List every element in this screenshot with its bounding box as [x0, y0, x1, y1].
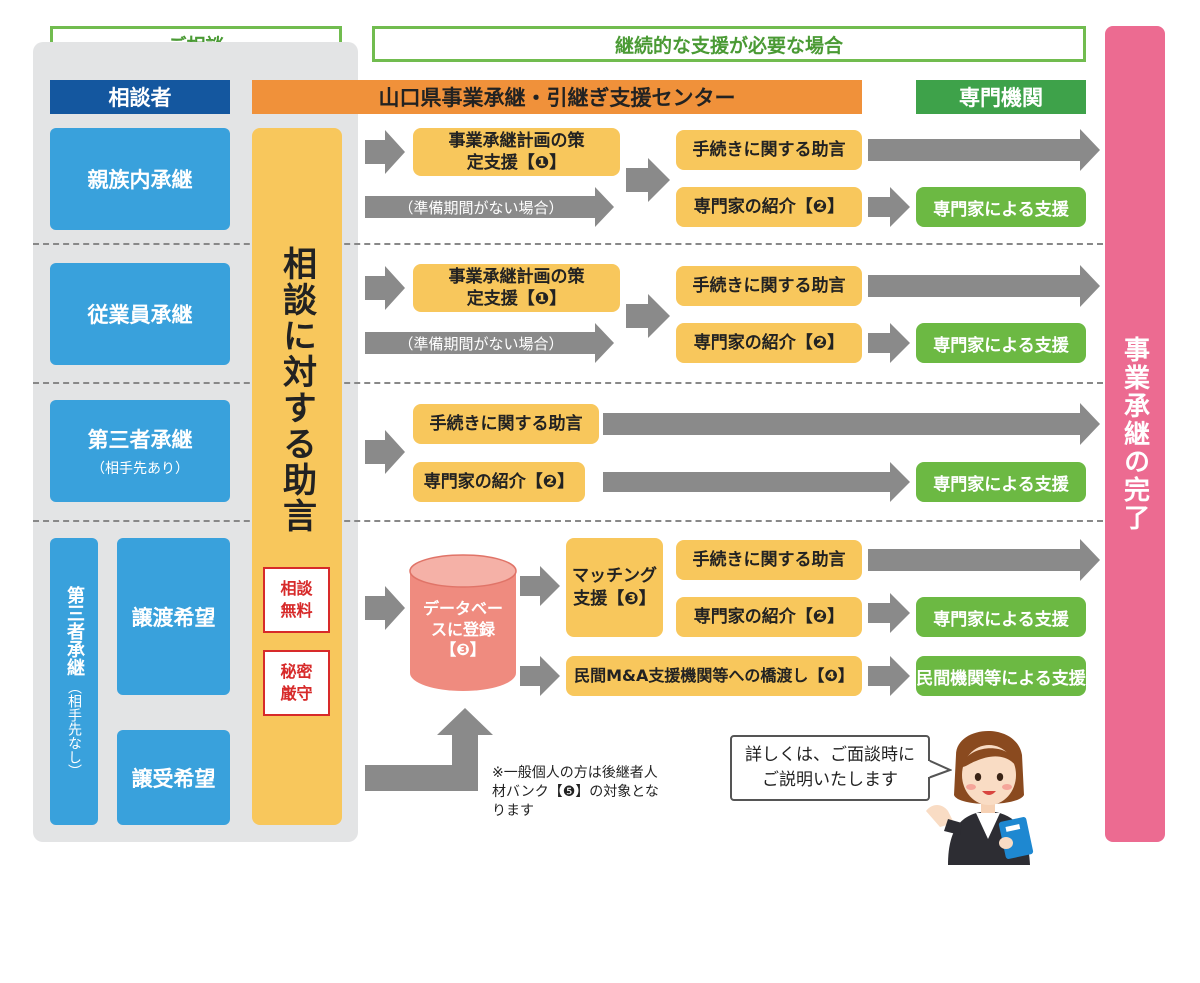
expert-support-box-r1: 専門家による支援	[916, 187, 1086, 227]
private-support-box: 民間機関等による支援	[916, 656, 1086, 696]
consultant-woman-illustration	[926, 730, 1034, 865]
speech-bubble-text: 詳しくは、ご面談時にご説明いたします	[745, 744, 915, 791]
arrow-db-to-matching	[520, 566, 560, 606]
arrow-r2-merge	[626, 294, 670, 338]
completion-bar: 事業承継の完了	[1105, 26, 1165, 842]
arrow-r2-procedure-long	[868, 265, 1100, 307]
no-prep-label-r1: （準備期間がない場合）	[398, 198, 564, 217]
consulter-family: 親族内承継	[50, 128, 230, 230]
arrow-r2-to-plan	[365, 266, 405, 310]
third-party-without-sub: （相手先なし）	[66, 679, 82, 778]
consulter-employee: 従業員承継	[50, 263, 230, 365]
consulter-receive: 譲受希望	[117, 730, 230, 825]
arrow-r1-procedure-long	[868, 129, 1100, 171]
no-prep-label-r2: （準備期間がない場合）	[398, 334, 564, 353]
header-continuous-support: 継続的な支援が必要な場合	[372, 26, 1086, 62]
procedure-advice-box-r4: 手続きに関する助言	[676, 540, 862, 580]
speech-bubble: 詳しくは、ご面談時にご説明いたします	[730, 735, 930, 801]
consulter-transfer: 譲渡希望	[117, 538, 230, 695]
plan-support-box-r2: 事業承継計画の策定支援【❶】	[413, 264, 620, 312]
arrow-r4-procedure-long	[868, 539, 1100, 581]
plan-support-box-r1: 事業承継計画の策定支援【❶】	[413, 128, 620, 176]
header-center: 山口県事業承継・引継ぎ支援センター	[252, 80, 862, 114]
procedure-advice-box-r1: 手続きに関する助言	[676, 130, 862, 170]
individual-note-text: ※一般個人の方は後継者人材バンク【❺】の対象となります	[492, 765, 659, 819]
plan-support-text-r1: 事業承継計画の策定支援【❶】	[448, 130, 585, 173]
arrow-r1-to-expert	[868, 187, 910, 227]
procedure-advice-box-r2: 手続きに関する助言	[676, 266, 862, 306]
ma-bridge-box: 民間M&A支援機関等への橋渡し【❹】	[566, 656, 862, 696]
arrow-db-to-bridge	[520, 656, 560, 696]
database-label: データベースに登録【❸】	[410, 580, 516, 680]
badge-free: 相談無料	[263, 567, 330, 633]
arrow-r1-merge	[626, 158, 670, 202]
consulter-third-party-with: 第三者承継 （相手先あり）	[50, 400, 230, 502]
row-separator-2	[33, 382, 1103, 384]
arrow-r1-to-plan	[365, 130, 405, 174]
arrow-r4-to-db	[365, 586, 405, 630]
individual-note: ※一般個人の方は後継者人材バンク【❺】の対象となります	[492, 764, 662, 821]
expert-support-box-r3: 専門家による支援	[916, 462, 1086, 502]
plan-support-text-r2: 事業承継計画の策定支援【❶】	[448, 266, 585, 309]
procedure-advice-box-r3: 手続きに関する助言	[413, 404, 599, 444]
row-separator-1	[33, 243, 1103, 245]
row-separator-3	[33, 520, 1103, 522]
third-party-sub: （相手先あり）	[91, 461, 189, 477]
arrow-r4-to-expert	[868, 593, 910, 633]
expert-support-box-r4: 専門家による支援	[916, 597, 1086, 637]
arrow-r3-procedure-long	[603, 403, 1100, 445]
third-party-label: 第三者承継	[87, 428, 193, 452]
badge-free-text: 相談無料	[280, 579, 313, 620]
speech-bubble-tail	[928, 758, 952, 780]
third-party-without-label: 第三者承継	[64, 585, 85, 676]
arrow-receive-up-to-db	[365, 708, 493, 791]
badge-confidential: 秘密厳守	[263, 650, 330, 716]
header-consulter: 相談者	[50, 80, 230, 114]
advice-column-label: 相談に対する助言	[276, 246, 317, 534]
database-cylinder	[409, 554, 517, 691]
arrow-r2-noprep	[365, 323, 614, 363]
expert-intro-box-r2: 専門家の紹介【❷】	[676, 323, 862, 363]
arrow-r2-to-expert	[868, 323, 910, 363]
expert-intro-box-r1: 専門家の紹介【❷】	[676, 187, 862, 227]
database-text: データベースに登録【❸】	[422, 598, 503, 660]
matching-support-box: マッチング支援【❸】	[566, 538, 663, 637]
completion-label: 事業承継の完了	[1119, 336, 1150, 532]
expert-intro-box-r3: 専門家の紹介【❷】	[413, 462, 585, 502]
expert-intro-box-r4: 専門家の紹介【❷】	[676, 597, 862, 637]
expert-support-box-r2: 専門家による支援	[916, 323, 1086, 363]
header-specialist: 専門機関	[916, 80, 1086, 114]
arrow-r3-to-expert	[603, 462, 910, 502]
consulter-third-party-without: 第三者承継 （相手先なし）	[50, 538, 98, 825]
arrow-r3-in	[365, 430, 405, 474]
matching-support-text: マッチング支援【❸】	[572, 566, 657, 609]
badge-confidential-text: 秘密厳守	[280, 662, 313, 703]
arrow-bridge-to-private	[868, 656, 910, 696]
arrow-r1-noprep	[365, 187, 614, 227]
